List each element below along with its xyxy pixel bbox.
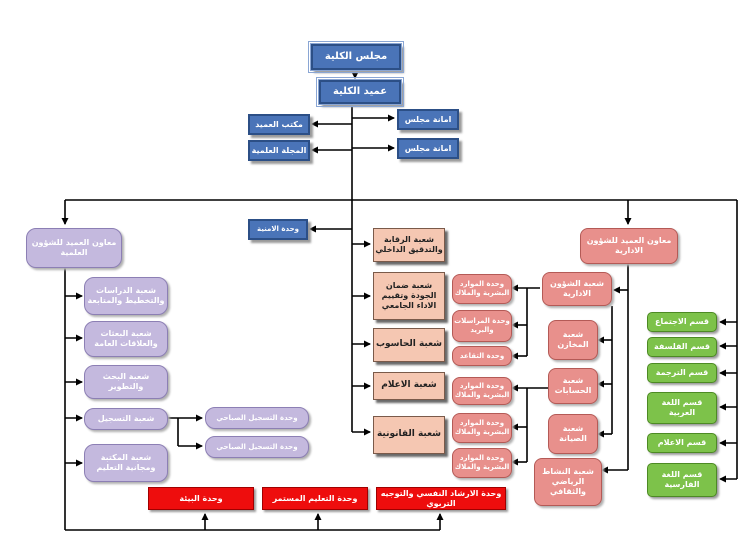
- council-secretariat-box-2[interactable]: امانة مجلس: [397, 138, 459, 159]
- division-stores-box[interactable]: شعبة المخازن: [548, 320, 598, 360]
- dean-office-box[interactable]: مكتب العميد: [248, 114, 310, 135]
- division-media-box[interactable]: شعبة الاعلام: [373, 372, 445, 400]
- security-unit-box[interactable]: وحدة الامنية: [248, 219, 308, 240]
- division-computer-box[interactable]: شعبة الحاسوب: [373, 328, 445, 362]
- council-secretariat-box-1[interactable]: امانة مجلس: [397, 109, 459, 130]
- unit-human-resources-box-3[interactable]: وحدة الموارد البشرية والملاك: [452, 413, 512, 443]
- department-philosophy-box[interactable]: قسم الفلسفة: [647, 337, 717, 357]
- unit-human-resources-box-1[interactable]: وحدة الموارد البشرية والملاك: [452, 274, 512, 304]
- division-quality-assurance-box[interactable]: شعبة ضمان الجودة وتقييم الاداء الجامعي: [373, 272, 445, 320]
- division-audit-box[interactable]: شعبة الرقابة والتدقيق الداخلي: [373, 228, 445, 262]
- unit-environment-box[interactable]: وحدة البيئة: [148, 487, 254, 510]
- dean-box[interactable]: عميد الكلية: [316, 77, 404, 107]
- division-maintenance-box[interactable]: شعبة الصيانة: [548, 414, 598, 454]
- unit-human-resources-box-2[interactable]: وحدة الموارد البشرية والملاك: [452, 377, 512, 405]
- registration-unit-morning-box-2[interactable]: وحدة التسجيل الصباحي: [205, 436, 309, 458]
- scientific-journal-box[interactable]: المجلة العلمية: [248, 140, 310, 161]
- department-persian-box[interactable]: قسم اللغة الفارسية: [647, 463, 717, 497]
- department-arabic-box[interactable]: قسم اللغة العربية: [647, 392, 717, 424]
- department-media-box[interactable]: قسم الاعلام: [647, 433, 717, 453]
- division-legal-box[interactable]: شعبة القانونية: [373, 416, 445, 454]
- unit-human-resources-box-4[interactable]: وحدة الموارد البشرية والملاك: [452, 448, 512, 478]
- unit-retirement-box[interactable]: وحدة التقاعد: [452, 346, 512, 366]
- division-studies-planning-box[interactable]: شعبة الدراسات والتخطيط والمتابعة: [84, 277, 168, 315]
- division-sports-culture-box[interactable]: شعبة النشاط الرياضي والثقافي: [534, 458, 602, 506]
- unit-correspondence-box[interactable]: وحدة المراسلات والبريد: [452, 310, 512, 342]
- council-box[interactable]: مجلس الكلية: [308, 41, 404, 73]
- division-accounts-box[interactable]: شعبة الحسابات: [548, 368, 598, 404]
- unit-psych-counseling-box[interactable]: وحدة الارشاد النفسي والتوجيه التربوي: [376, 487, 506, 510]
- unit-continuing-education-box[interactable]: وحدة التعليم المستمر: [262, 487, 368, 510]
- division-admin-affairs-box[interactable]: شعبة الشؤون الادارية: [542, 272, 612, 306]
- department-sociology-box[interactable]: قسم الاجتماع: [647, 312, 717, 332]
- vice-dean-admin-box[interactable]: معاون العميد للشؤون الادارية: [580, 228, 678, 264]
- vice-dean-scientific-box[interactable]: معاون العميد للشؤون العلمية: [26, 228, 122, 268]
- registration-unit-morning-box-1[interactable]: وحدة التسجيل الصباحي: [205, 407, 309, 429]
- division-library-box[interactable]: شعبة المكتبة ومجانية التعليم: [84, 444, 168, 482]
- division-research-development-box[interactable]: شعبة البحث والتطوير: [84, 365, 168, 399]
- department-translation-box[interactable]: قسم الترجمة: [647, 363, 717, 383]
- division-registration-box[interactable]: شعبة التسجيل: [84, 408, 168, 430]
- division-missions-relations-box[interactable]: شعبة البعثات والعلاقات العامة: [84, 321, 168, 357]
